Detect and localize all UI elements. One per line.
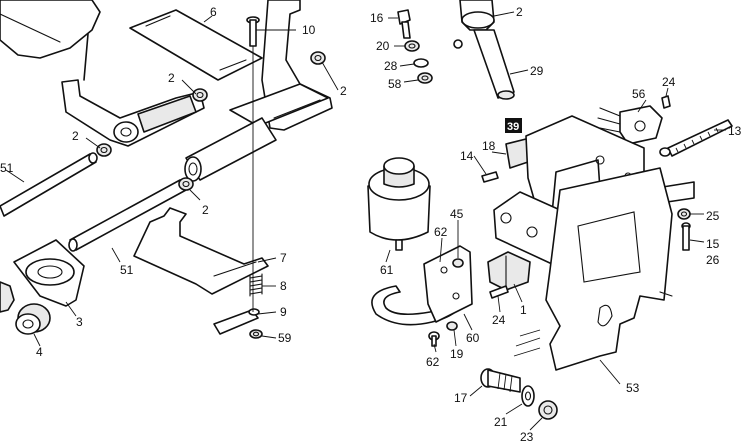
leader-lines	[5, 11, 726, 431]
control-lever-29	[453, 0, 515, 100]
bushing-2-lower	[178, 177, 194, 191]
callout-26: 26	[706, 253, 720, 267]
link-9	[213, 308, 260, 335]
callout-16: 16	[370, 11, 384, 25]
callout-62: 62	[426, 355, 440, 369]
callout-61: 61	[380, 263, 394, 277]
callout-45: 45	[450, 207, 464, 221]
callout-1: 1	[520, 303, 527, 317]
callout-2: 2	[72, 129, 79, 143]
switch-1	[487, 251, 531, 291]
callout-4: 4	[36, 345, 43, 359]
main-frame	[229, 0, 333, 131]
bolt-16	[397, 9, 411, 39]
callout-2: 2	[168, 71, 175, 85]
lower-frame-53	[513, 167, 673, 371]
callout-7: 7	[280, 251, 287, 265]
callout-62: 62	[434, 225, 448, 239]
callout-18: 18	[482, 139, 496, 153]
callout-23: 23	[520, 430, 534, 444]
component-56	[597, 105, 663, 145]
nut-59	[249, 329, 263, 339]
part-39-marker	[505, 118, 522, 133]
bushing-2-left	[96, 143, 112, 157]
washer-21	[521, 385, 535, 407]
callout-13: 13	[728, 124, 742, 138]
bracket-7	[133, 207, 269, 295]
callout-28: 28	[384, 59, 398, 73]
callout-60: 60	[466, 331, 480, 345]
screw-14	[481, 171, 499, 183]
screw-45	[452, 258, 464, 268]
callout-2: 2	[340, 84, 347, 98]
bolt-17	[480, 368, 521, 393]
washer-28	[413, 58, 429, 68]
callout-53: 53	[626, 381, 640, 395]
callout-20: 20	[376, 39, 390, 53]
callout-56: 56	[632, 87, 646, 101]
callout-51: 51	[0, 161, 14, 175]
bushing-2-right	[310, 51, 326, 65]
callout-10: 10	[302, 23, 316, 37]
callout-6: 6	[210, 5, 217, 19]
callout-9: 9	[280, 305, 287, 319]
oval-mount-3	[13, 239, 85, 307]
screw-62-lower	[428, 331, 440, 347]
callout-39: 39	[507, 121, 519, 133]
spring-8	[249, 273, 263, 297]
callout-labels: 6 10 2 2 2 2 51 51 3 4 7 8 9 59 16 20 28…	[0, 5, 742, 444]
callout-29: 29	[530, 64, 544, 78]
washer-19	[446, 321, 458, 331]
callout-2: 2	[202, 203, 209, 217]
callout-58: 58	[388, 77, 402, 91]
bolt-15	[681, 222, 691, 251]
pin-10	[246, 16, 260, 47]
callout-2: 2	[516, 5, 523, 19]
callout-51: 51	[120, 263, 134, 277]
cable-tie-13	[659, 119, 733, 157]
callout-59: 59	[278, 331, 292, 345]
callout-15: 15	[706, 237, 720, 251]
washer-20	[404, 40, 420, 52]
gear-left-edge	[0, 281, 15, 313]
reservoir-61	[367, 157, 431, 251]
bushing-2-upper	[192, 88, 208, 102]
callout-14: 14	[460, 149, 474, 163]
callout-24: 24	[492, 313, 506, 327]
actuator-cylinder	[184, 117, 277, 182]
callout-8: 8	[280, 279, 287, 293]
screw-24-top	[661, 95, 671, 109]
callout-19: 19	[450, 347, 464, 361]
washer-23	[538, 400, 558, 420]
callout-24: 24	[662, 75, 676, 89]
rod-51-upper	[0, 152, 98, 217]
nut-25	[677, 208, 691, 220]
callout-3: 3	[76, 315, 83, 329]
bracket-60	[423, 245, 473, 323]
seat-cushion	[0, 0, 101, 59]
callout-21: 21	[494, 415, 508, 429]
plate-6	[129, 9, 263, 81]
nut-58	[417, 72, 433, 84]
callout-17: 17	[454, 391, 468, 405]
gear-4	[15, 303, 51, 335]
screw-24-lower	[489, 285, 509, 299]
callout-25: 25	[706, 209, 720, 223]
